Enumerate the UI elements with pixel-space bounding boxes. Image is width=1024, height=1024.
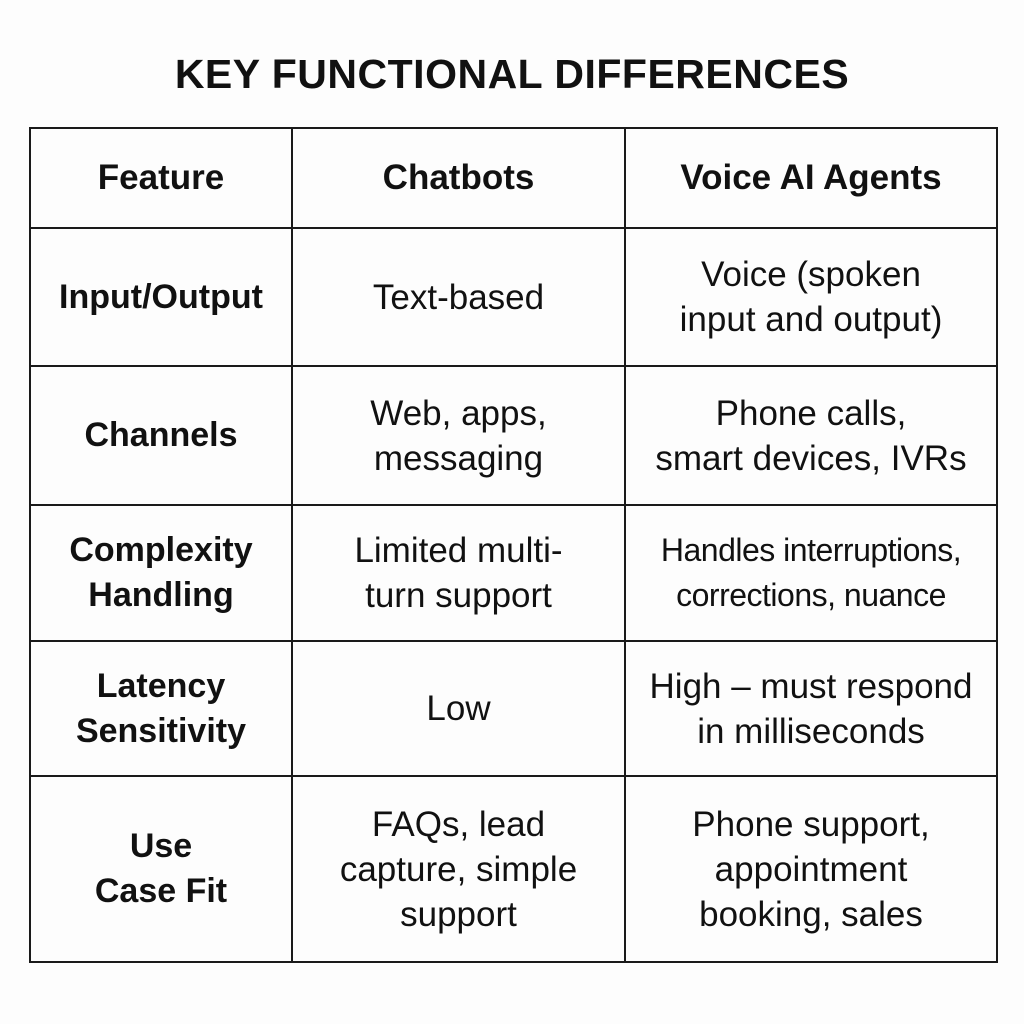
header-chatbots: Chatbots (291, 127, 626, 229)
feature-cell: Input/Output (29, 227, 293, 367)
table-row: Latency Sensitivity Low High – must resp… (29, 640, 998, 777)
voice-cell: Phone support, appointment booking, sale… (624, 775, 998, 963)
voice-cell: Handles interruptions, corrections, nuan… (624, 504, 998, 642)
chatbots-cell: FAQs, lead capture, simple support (291, 775, 626, 963)
page-title: KEY FUNCTIONAL DIFFERENCES (174, 51, 850, 97)
table-header-row: Feature Chatbots Voice AI Agents (29, 127, 998, 229)
feature-cell: Complexity Handling (29, 504, 293, 642)
voice-cell: High – must respond in milliseconds (624, 640, 998, 777)
feature-cell: Channels (29, 365, 293, 506)
table-row: Input/Output Text-based Voice (spoken in… (29, 227, 998, 367)
voice-cell: Phone calls, smart devices, IVRs (624, 365, 998, 506)
table-row: Complexity Handling Limited multi- turn … (29, 504, 998, 642)
chatbots-cell: Text-based (291, 227, 626, 367)
chatbots-cell: Low (291, 640, 626, 777)
table-row: Channels Web, apps, messaging Phone call… (29, 365, 998, 506)
comparison-table: Feature Chatbots Voice AI Agents Input/O… (29, 127, 998, 963)
header-voice-ai-agents: Voice AI Agents (624, 127, 998, 229)
feature-cell: Latency Sensitivity (29, 640, 293, 777)
table-row: Use Case Fit FAQs, lead capture, simple … (29, 775, 998, 963)
voice-cell: Voice (spoken input and output) (624, 227, 998, 367)
feature-cell: Use Case Fit (29, 775, 293, 963)
chatbots-cell: Limited multi- turn support (291, 504, 626, 642)
header-feature: Feature (29, 127, 293, 229)
chatbots-cell: Web, apps, messaging (291, 365, 626, 506)
